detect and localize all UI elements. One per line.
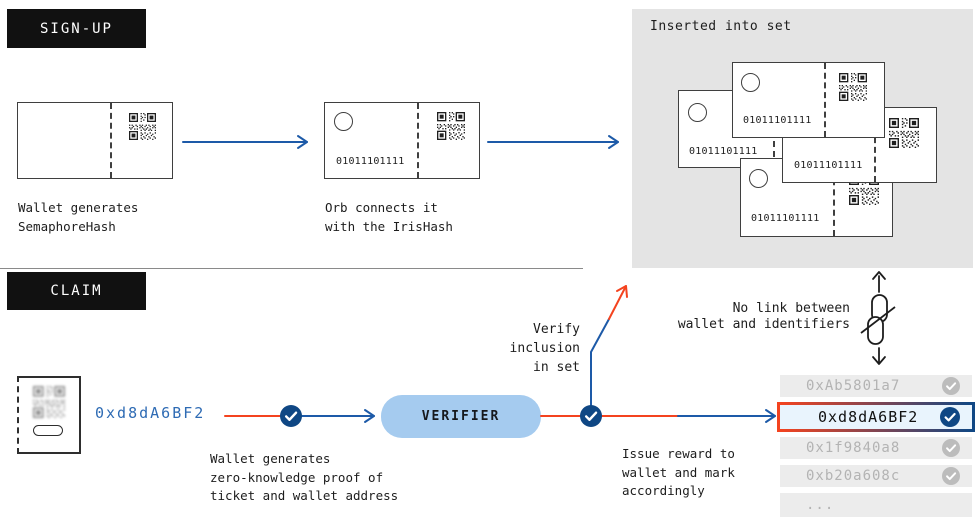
no-link-caption: No link between wallet and identifiers: [677, 301, 850, 332]
qr-code-icon: [129, 113, 156, 140]
check-badge-icon: [280, 405, 302, 427]
qr-code-icon: [839, 73, 867, 101]
verify-inclusion-line-orange: [608, 285, 627, 320]
arrowhead: [765, 409, 776, 423]
arrowhead: [608, 135, 619, 149]
set-ticket-binary: 01011101111: [689, 146, 758, 157]
orb-connects-caption: Orb connects it with the IrisHash: [325, 200, 453, 234]
registry-row: 0xAb5801a7: [780, 375, 972, 397]
ticket-perforation: [824, 63, 826, 137]
registry-address: 0x1f9840a8: [806, 440, 901, 456]
issue-reward-caption: Issue reward to wallet and mark accordin…: [622, 446, 735, 498]
qr-code-icon: [889, 118, 919, 148]
signup-section-label: SIGN-UP: [7, 9, 146, 48]
blurred-qr-code-icon: [33, 386, 65, 418]
signup-section-label-text: SIGN-UP: [39, 20, 113, 37]
ticket-perforation: [417, 103, 419, 178]
registry-row: ...: [780, 493, 972, 517]
inserted-set-title: Inserted into set: [650, 19, 792, 34]
punch-hole-icon: [334, 112, 353, 131]
ticket-perforation: [110, 103, 112, 178]
qr-code-icon: [437, 112, 465, 140]
arrowhead: [616, 285, 628, 298]
section-divider: [0, 268, 583, 269]
wallet-generates-caption: Wallet generates SemaphoreHash: [18, 200, 139, 234]
punch-hole-icon: [749, 169, 768, 188]
punch-hole-icon: [688, 103, 707, 122]
verify-inclusion-caption: Verify inclusion in set: [509, 322, 580, 375]
claim-wallet-address: 0xd8dA6BF2: [95, 404, 206, 422]
verify-inclusion-line-blue: [590, 318, 610, 406]
registry-address: ...: [806, 497, 835, 513]
check-seal-icon: [942, 467, 960, 485]
arrowhead: [297, 135, 308, 149]
semaphore-ticket: [17, 102, 173, 179]
arrowhead: [872, 271, 886, 280]
phone-home-button: [33, 425, 63, 436]
registry-address: 0xb20a608c: [806, 468, 901, 484]
arrowhead: [872, 356, 886, 365]
check-seal-icon: [940, 407, 960, 427]
registry-row: 0x1f9840a8: [780, 437, 972, 459]
registry-row: 0xb20a608c: [780, 465, 972, 487]
check-seal-icon: [942, 377, 960, 395]
zk-proof-caption: Wallet generates zero-knowledge proof of…: [210, 451, 399, 503]
verifier-pill: VERIFIER: [381, 395, 541, 438]
punch-hole-icon: [741, 73, 760, 92]
set-ticket-binary: 01011101111: [751, 213, 820, 224]
registry-address: 0xd8dA6BF2: [818, 408, 919, 426]
registry-address: 0xAb5801a7: [806, 378, 901, 394]
arrowhead: [364, 409, 375, 423]
ticket-perforation: [833, 159, 835, 236]
wallet-phone: [17, 376, 81, 454]
check-seal-icon: [942, 439, 960, 457]
set-ticket-binary: 01011101111: [743, 115, 812, 126]
irishash-binary: 01011101111: [336, 156, 405, 167]
check-badge-icon: [580, 405, 602, 427]
set-ticket-binary: 01011101111: [794, 160, 863, 171]
broken-link-icon: [860, 294, 896, 345]
verifier-label: VERIFIER: [421, 409, 501, 424]
claim-section-label: CLAIM: [7, 272, 146, 310]
claim-section-label-text: CLAIM: [50, 283, 103, 299]
set-ticket: 01011101111: [732, 62, 885, 138]
ticket-perforation: [874, 108, 876, 182]
irishash-ticket: 01011101111: [324, 102, 480, 179]
registry-row-active: 0xd8dA6BF2: [777, 402, 975, 432]
